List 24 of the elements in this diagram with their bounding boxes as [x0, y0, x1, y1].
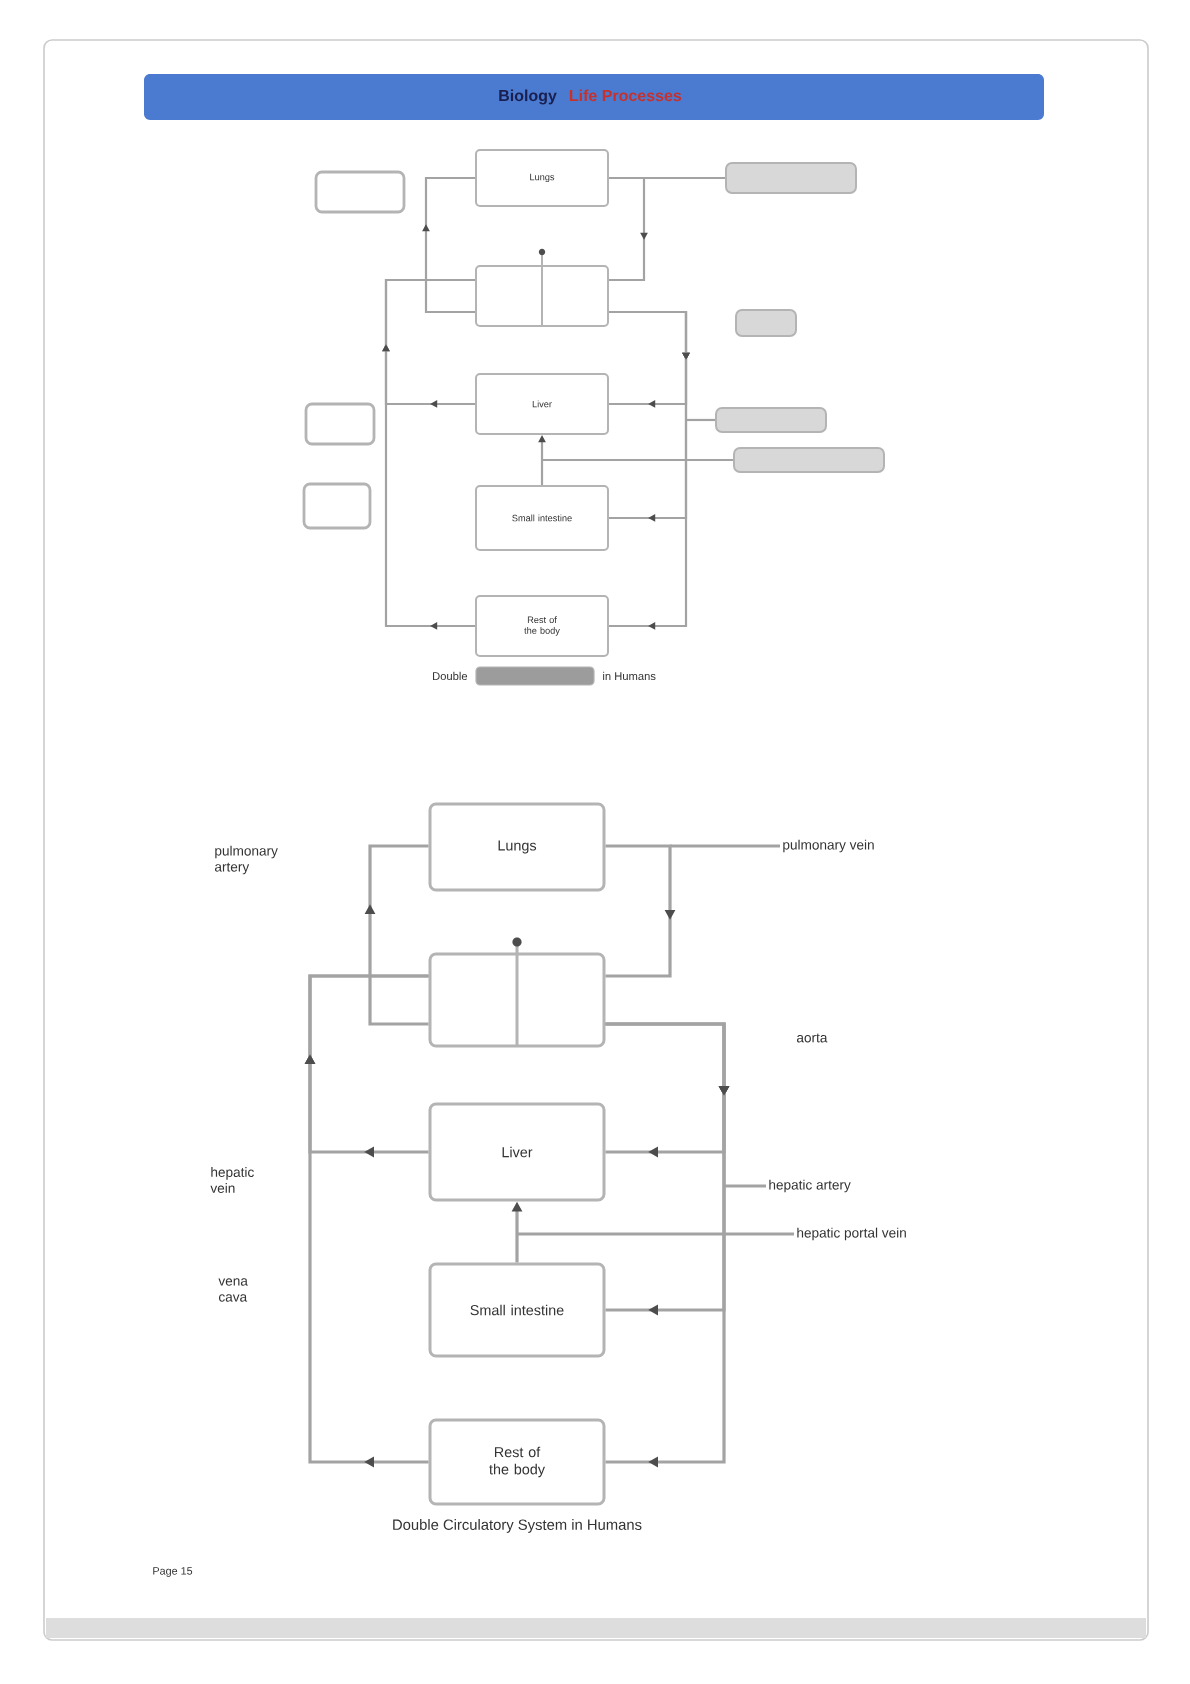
- answer-box: [302, 482, 372, 530]
- divided-box: [475, 265, 609, 327]
- answer-box: [733, 447, 885, 473]
- flow-arrow: [382, 278, 475, 630]
- leader-line: [644, 176, 725, 180]
- answer-box: [314, 170, 406, 214]
- title-bar: Biology Life Processes: [144, 74, 1044, 120]
- flow-arrow: [609, 310, 690, 630]
- flow-arrow: [605, 1022, 730, 1468]
- answer-box: [735, 309, 797, 337]
- divided-box: [428, 952, 606, 1048]
- flow-arrow: [304, 974, 429, 1468]
- answer-box: [304, 402, 376, 446]
- leader-line: [542, 458, 733, 462]
- flow-arrow: [422, 176, 475, 314]
- answer-box: [715, 407, 827, 433]
- leader-line: [517, 1232, 794, 1236]
- leader-line: [724, 1184, 766, 1188]
- flow-arrow: [609, 176, 648, 282]
- leader-line: [670, 844, 780, 848]
- answer-box: [725, 162, 857, 194]
- flow-arrow: [605, 844, 676, 978]
- flow-arrow: [364, 844, 429, 1026]
- leader-line: [686, 418, 715, 422]
